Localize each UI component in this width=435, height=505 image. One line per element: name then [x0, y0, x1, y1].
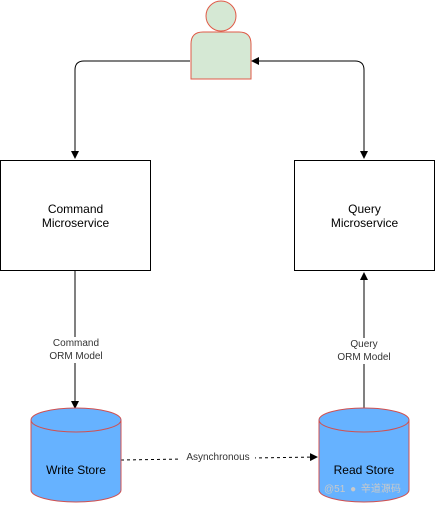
- query-orm-model-label: Query ORM Model: [333, 338, 395, 364]
- write-store-label: Write Store: [46, 463, 106, 477]
- edge-query-user-bidirectional: [251, 57, 368, 159]
- query-microservice-label-line2: Microservice: [330, 215, 399, 230]
- command-orm-line2: ORM Model: [49, 351, 103, 362]
- watermark: @51 ● 辛道源码: [324, 480, 401, 495]
- command-orm-line1: Command: [52, 338, 100, 349]
- command-orm-model-label: Command ORM Model: [45, 337, 107, 363]
- edge-user-to-command: [71, 60, 190, 159]
- query-orm-line2: ORM Model: [337, 352, 391, 363]
- command-microservice-box: Command Microservice: [0, 160, 151, 271]
- query-orm-line1: Query: [350, 339, 378, 350]
- read-store-label: Read Store: [333, 463, 395, 477]
- user-actor-icon: [190, 0, 252, 80]
- command-microservice-label-line2: Microservice: [41, 215, 110, 230]
- watermark-left-text: @51: [324, 484, 346, 495]
- watermark-right-text: 辛道源码: [360, 484, 401, 495]
- write-store-cylinder: [30, 407, 122, 503]
- watermark-bubble-icon: ●: [350, 484, 357, 495]
- read-store-cylinder: [318, 407, 410, 503]
- query-microservice-box: Query Microservice: [294, 160, 435, 271]
- asynchronous-label: Asynchronous: [181, 451, 255, 464]
- command-microservice-label-line1: Command: [47, 201, 104, 216]
- query-microservice-label-line1: Query: [348, 201, 381, 216]
